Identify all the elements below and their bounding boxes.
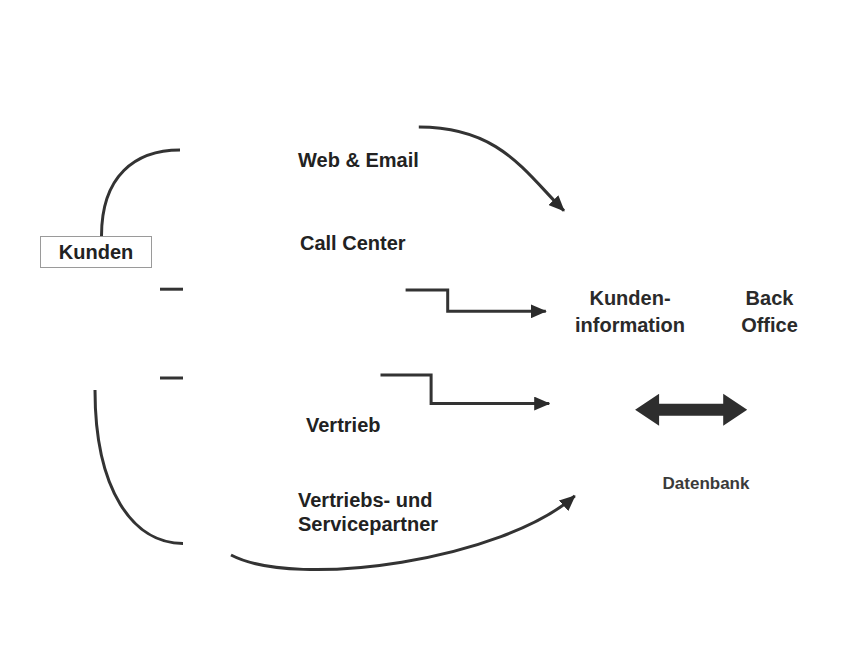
photo-detail [219, 145, 233, 155]
photo-detail [236, 396, 278, 440]
partner-photo [183, 478, 278, 555]
photo-detail [188, 145, 210, 148]
web-photo [180, 115, 280, 188]
area-label: Kunden- information [565, 285, 695, 339]
call-center-photo [183, 228, 278, 318]
photo-detail [238, 146, 270, 149]
photo-detail [56, 295, 76, 319]
connector-line [406, 290, 546, 311]
photo-detail [196, 530, 260, 555]
photo-detail [96, 322, 130, 346]
channel-node: Web & Email [180, 115, 419, 188]
photo-detail [219, 162, 233, 172]
photo-detail [207, 485, 243, 527]
photo-detail [219, 272, 235, 286]
photo-detail [188, 131, 212, 134]
area-label: Back Office [725, 285, 815, 339]
photo-detail [248, 363, 272, 374]
photo-detail [219, 253, 245, 287]
photo-detail [199, 369, 225, 381]
photo-detail [92, 372, 142, 382]
photo-detail [112, 272, 158, 330]
photo-detail [238, 170, 262, 173]
frame [3, 3, 851, 662]
sales-photo [183, 352, 278, 440]
channel-label: Vertrieb [306, 413, 380, 437]
photo-detail [120, 280, 150, 324]
photo-detail [183, 478, 278, 555]
photo-detail [92, 318, 134, 350]
photo-detail [188, 138, 208, 141]
photo-detail [206, 403, 218, 420]
connector-line [160, 377, 183, 380]
photo-detail [185, 402, 238, 440]
photo-detail [184, 119, 244, 126]
double-arrow [635, 394, 747, 426]
connector-line [381, 375, 550, 404]
customer-node: Kunden [30, 236, 160, 390]
channel-node: Call Center [183, 228, 406, 318]
photo-detail [183, 228, 213, 318]
connector-line [160, 288, 183, 291]
photo-detail [216, 512, 230, 524]
photo-detail [214, 132, 276, 139]
cylinder-top [621, 451, 791, 469]
photo-detail [206, 236, 250, 288]
channel-label: Web & Email [298, 148, 419, 172]
database-cylinder: Datenbank [620, 450, 792, 512]
photo-detail [30, 368, 160, 390]
photo-detail [183, 352, 278, 440]
database-label: Datenbank [620, 450, 792, 496]
photo-detail [238, 153, 264, 156]
connector-line [102, 150, 181, 236]
photo-detail [216, 495, 240, 525]
photo-detail [180, 115, 280, 188]
photo-detail [250, 478, 278, 555]
channel-node: Vertriebs- und Servicepartner [183, 478, 473, 555]
channel-node: Vertrieb [183, 352, 380, 440]
photo-detail [200, 290, 266, 318]
photo-detail [30, 270, 160, 390]
photo-detail [184, 119, 244, 183]
photo-detail [49, 285, 79, 319]
customer-photo [30, 270, 160, 390]
connector-line [95, 390, 183, 544]
photo-detail [214, 132, 276, 184]
channel-label: Call Center [300, 231, 406, 255]
photo-detail [238, 163, 270, 166]
customer-label: Kunden [40, 236, 152, 268]
connector-line [419, 127, 564, 211]
photo-detail [40, 322, 94, 390]
channel-label: Vertriebs- und Servicepartner [298, 488, 473, 536]
photo-detail [248, 365, 272, 389]
photo-detail [183, 228, 278, 318]
photo-detail [256, 397, 266, 412]
photo-detail [199, 371, 225, 397]
